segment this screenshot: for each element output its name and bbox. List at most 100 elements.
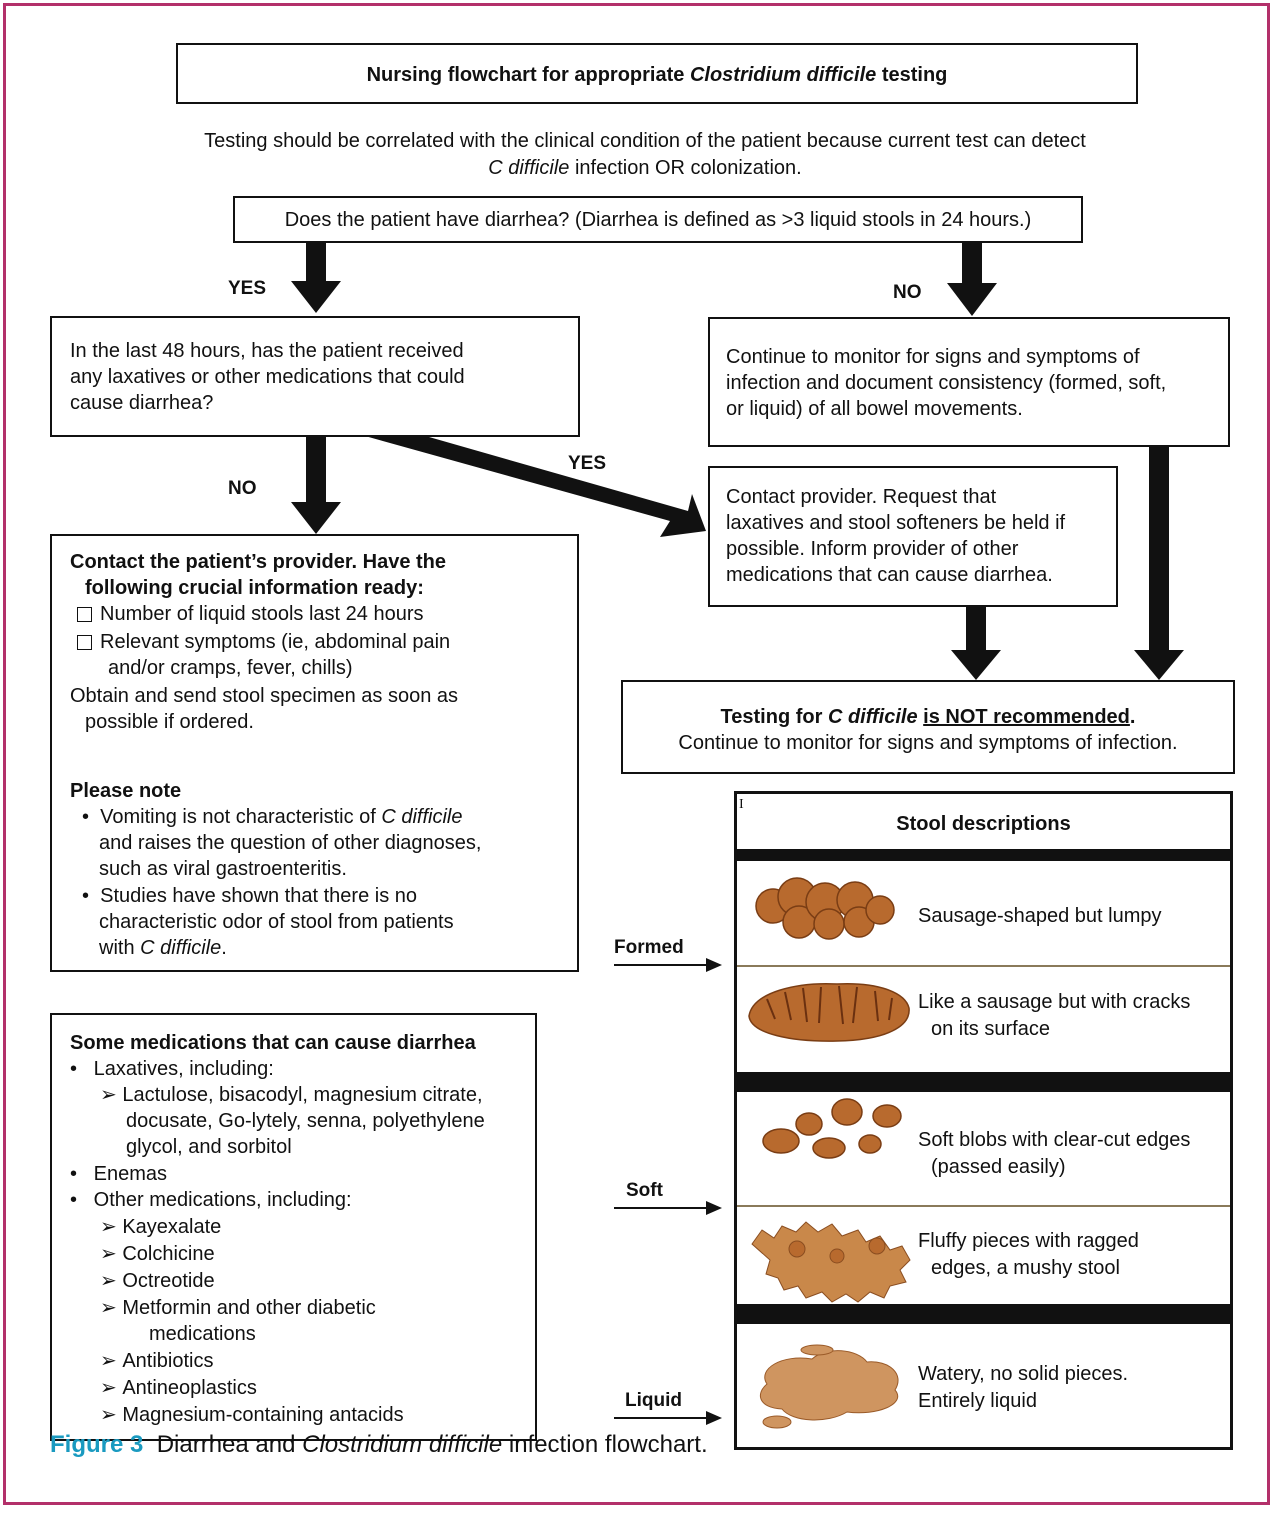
med-metformin-text: Metformin and other diabetic [122,1297,376,1319]
med-laxatives-b: docusate, Go-lytely, senna, polyethylene [126,1110,485,1132]
note-2c-italic: C difficile [140,937,222,959]
arrow-soft-shaft [614,1207,710,1209]
caption-italic: Clostridium difficile [302,1431,503,1458]
check-item-2: Relevant symptoms (ie, abdominal pain [77,629,450,655]
med-kayexalate-text: Kayexalate [122,1216,222,1238]
not-recommended-underlined: is NOT recommended [923,706,1130,728]
intro-line-2: C difficile infection OR colonization. [140,155,1150,181]
med-metformin: ➢ Metformin and other diabetic [100,1297,376,1319]
contact-heading-1: Contact the patient’s provider. Have the [70,551,447,573]
check-item-2-text: Relevant symptoms (ie, abdominal pain [100,631,451,653]
monitor-line-2: infection and document consistency (form… [726,372,1167,394]
figure-caption: Figure 3 Diarrhea and Clostridium diffic… [50,1431,708,1459]
note-2c: with C difficile. [99,935,227,961]
caption-text: Diarrhea and [143,1431,303,1458]
medications-heading: Some medications that can cause diarrhea [70,1032,476,1054]
medications-box: Some medications that can cause diarrhea… [50,1013,537,1441]
contact-provider-line-1: Contact provider. Request that [726,486,997,508]
monitor-line-3: or liquid) of all bowel movements. [726,398,1023,420]
label-no-1: NO [893,282,922,303]
note-2a-text: Studies have shown that there is no [100,885,417,907]
label-yes-2: YES [568,453,607,474]
stool-table-heading: Stool descriptions [896,813,1071,835]
med-antineoplastics: ➢ Antineoplastics [100,1377,257,1399]
stool-desc-cracked-2: on its surface [931,1018,1050,1040]
med-antibiotics-text: Antibiotics [122,1350,214,1372]
med-kayexalate: ➢ Kayexalate [100,1216,222,1238]
not-recommended-end: . [1129,706,1136,728]
med-antineoplastics-text: Antineoplastics [122,1377,257,1399]
note-1c: such as viral gastroenteritis. [99,858,347,880]
title-italic: Clostridium difficile [689,64,877,86]
label-formed: Formed [614,937,684,958]
label-yes-1: YES [228,278,267,299]
label-liquid: Liquid [625,1390,682,1411]
title-text: Nursing flowchart for appropriate [366,64,690,86]
meds-question-line-3: cause diarrhea? [70,392,214,414]
med-colchicine-text: Colchicine [122,1243,215,1265]
note-1a-italic: C difficile [381,806,463,828]
med-other: • Other medications, including: [70,1189,352,1211]
contact-provider-line-4: medications that can cause diarrhea. [726,564,1053,586]
stool-desc-fluffy-2: edges, a mushy stool [931,1257,1120,1279]
note-2b: characteristic odor of stool from patien… [99,911,454,933]
label-no-2: NO [228,478,257,499]
diarrhea-question: Does the patient have diarrhea? (Diarrhe… [284,209,1032,231]
arrow-soft-head [706,1201,722,1215]
intro-rest: infection OR colonization. [569,157,802,179]
arrow-yes-shaft [306,243,326,283]
not-recommended-pre: Testing for [720,706,828,728]
med-antacids: ➢ Magnesium-containing antacids [100,1404,404,1426]
arrow-formed-shaft [614,964,710,966]
label-soft: Soft [626,1180,663,1201]
contact-provider-line-2: laxatives and stool softeners be held if [726,512,1066,534]
stool-table: I Stool descriptions [734,791,1233,1450]
intro-line-1: Testing should be correlated with the cl… [204,130,1086,152]
stool-desc-blobs-1: Soft blobs with clear-cut edges [918,1129,1191,1151]
note-2a: • Studies have shown that there is no [82,885,417,907]
caption-text-end: infection flowchart. [502,1431,708,1458]
med-laxatives: • Laxatives, including: [70,1058,274,1080]
med-laxatives-a: ➢ Lactulose, bisacodyl, magnesium citrat… [100,1084,483,1106]
med-antacids-text: Magnesium-containing antacids [122,1404,404,1426]
obtain-line-2: possible if ordered. [85,711,254,733]
contact-provider-line-3: possible. Inform provider of other [726,538,1019,560]
med-enemas: • Enemas [70,1163,168,1185]
med-laxatives-a-text: Lactulose, bisacodyl, magnesium citrate, [122,1084,483,1106]
separator [737,1304,1230,1324]
arrow-yes2 [365,421,706,537]
med-colchicine: ➢ Colchicine [100,1243,215,1265]
figure-frame [3,3,1270,1505]
note-1b: and raises the question of other diagnos… [99,832,482,854]
monitor-box: Continue to monitor for signs and sympto… [708,317,1230,447]
contact-heading-2: following crucial information ready: [85,577,424,599]
med-octreotide-text: Octreotide [122,1270,215,1292]
stool-blobs-icon [762,1098,902,1159]
monitor-line-1: Continue to monitor for signs and sympto… [726,346,1140,368]
med-enemas-text: Enemas [93,1163,168,1185]
med-laxatives-c: glycol, and sorbitol [126,1136,292,1158]
arrow-no2-head [291,502,341,534]
note-heading: Please note [70,780,182,802]
title-text-end: testing [876,64,948,86]
med-metformin-b: medications [149,1323,256,1345]
stool-cracked-icon [748,983,910,1042]
arrow-provider-shaft [966,607,986,652]
stool-desc-blobs-2: (passed easily) [931,1156,1066,1178]
stool-desc-lumpy: Sausage-shaped but lumpy [918,905,1162,927]
arrow-provider-head [951,650,1001,680]
stool-fluffy-icon [751,1221,911,1303]
stool-lumpy-icon [755,877,895,940]
meds-question-line-1: In the last 48 hours, has the patient re… [70,340,464,362]
contact-patient-box: Contact the patient’s provider. Have the… [50,534,579,972]
check-item-1-text: Number of liquid stools last 24 hours [100,603,424,625]
arrow-liquid-head [706,1411,722,1425]
note-1a: • Vomiting is not characteristic of C di… [82,806,463,828]
intro-italic: C difficile [488,157,570,179]
note-2c-text: with [99,937,141,959]
med-other-text: Other medications, including: [93,1189,352,1211]
not-recommended-box: Testing for C difficile is NOT recommend… [621,680,1235,774]
not-recommended-italic: C difficile [827,706,918,728]
contact-provider-box: Contact provider. Request that laxatives… [708,466,1118,607]
